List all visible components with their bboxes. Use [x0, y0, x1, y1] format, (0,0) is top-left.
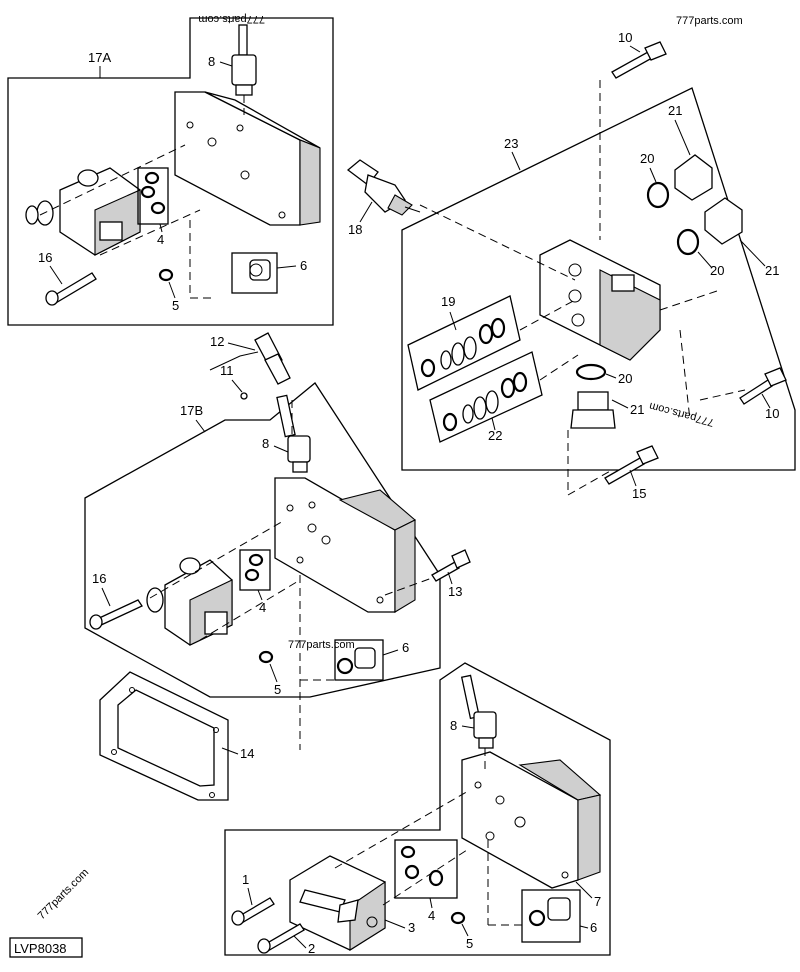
callout-15: 15	[632, 486, 646, 501]
oring-set-4-bottom	[394, 839, 458, 899]
callout-11: 11	[220, 363, 234, 378]
callout-1: 1	[242, 872, 249, 887]
group-bottom: 8 7 3 1 2 4 5	[224, 662, 611, 956]
callout-17b: 17B	[180, 403, 203, 418]
figure-code-box	[9, 937, 83, 958]
plug-6-bottom	[521, 889, 581, 943]
callout-4-17b: 4	[259, 600, 266, 615]
callout-5-17a: 5	[172, 298, 179, 313]
plug-6-17a	[231, 252, 278, 294]
oring-set-4-17b	[239, 549, 271, 591]
callout-8-bottom: 8	[450, 718, 457, 733]
sensor-12-and-11: 12 11	[209, 332, 291, 400]
watermark-center: 777parts.com	[288, 639, 355, 651]
callout-8-17b: 8	[262, 436, 269, 451]
relief-valve-18: 18	[346, 159, 421, 237]
group-23-frame	[401, 87, 796, 471]
sensor-8-17a	[231, 54, 257, 86]
oring-5-17b	[258, 650, 274, 664]
callout-10-top: 10	[618, 30, 632, 45]
callout-5-bottom: 5	[466, 936, 473, 951]
callout-18: 18	[348, 222, 362, 237]
callout-6-bottom: 6	[590, 920, 597, 935]
oring-5-17a	[158, 268, 174, 282]
callout-20c: 20	[618, 371, 632, 386]
plug-21b	[704, 197, 743, 245]
valve-plate-17a	[174, 91, 301, 226]
screw-15	[604, 457, 645, 485]
callout-21a: 21	[668, 103, 682, 118]
clip-11	[240, 392, 248, 400]
callout-8-17a: 8	[208, 54, 215, 69]
callout-21b: 21	[765, 263, 779, 278]
seal-kit-22	[429, 351, 543, 443]
callout-20b: 20	[710, 263, 724, 278]
screw-13	[431, 561, 460, 582]
group-23: 23 21 20 20 21 20 21 1	[401, 80, 796, 496]
callout-16-17a: 16	[38, 250, 52, 265]
plug-6-17b	[334, 639, 384, 681]
callout-4-17a: 4	[157, 232, 164, 247]
oring-set-4-17a	[137, 167, 169, 225]
watermark-top-right: 777parts.com	[676, 15, 743, 27]
plug-21a	[674, 154, 713, 201]
watermark-top: 777parts.com	[198, 13, 265, 25]
group-17b: 17B 8 16 4 5	[84, 382, 471, 750]
group-bottom-frame	[224, 662, 611, 956]
callout-3: 3	[408, 920, 415, 935]
callout-5-17b: 5	[274, 682, 281, 697]
callout-23: 23	[504, 136, 518, 151]
screws-right: 10 10 15	[604, 30, 787, 501]
callout-19: 19	[441, 294, 455, 309]
plug-21c	[570, 409, 616, 429]
oring-20b	[676, 228, 700, 256]
watermark-bottom-left: 777parts.com	[36, 867, 92, 923]
callout-10-right: 10	[765, 406, 779, 421]
sensor-8-17b	[287, 435, 311, 463]
oring-5-bottom	[450, 911, 466, 925]
screw-10-top	[611, 51, 653, 79]
callout-6-17a: 6	[300, 258, 307, 273]
callout-4-bottom: 4	[428, 908, 435, 923]
oring-20c	[575, 363, 607, 381]
callout-7: 7	[594, 894, 601, 909]
callout-12: 12	[210, 334, 224, 349]
callout-21c: 21	[630, 402, 644, 417]
callout-20a: 20	[640, 151, 654, 166]
group-17a: 17A 8 4 5 6	[7, 17, 334, 326]
group-17a-frame	[7, 17, 334, 326]
callout-13: 13	[448, 584, 462, 599]
callout-16-17b: 16	[92, 571, 106, 586]
screw-10-right	[739, 379, 773, 405]
callout-6-17b: 6	[402, 640, 409, 655]
watermark-right: 777parts.com	[648, 400, 715, 429]
callout-2: 2	[308, 941, 315, 956]
callout-22: 22	[488, 428, 502, 443]
oring-20a	[646, 181, 670, 209]
callout-17a: 17A	[88, 50, 111, 65]
group-17b-frame	[84, 382, 441, 698]
gasket-14: 14	[99, 671, 254, 801]
seal-kit-19	[407, 295, 521, 391]
callout-14: 14	[240, 746, 254, 761]
figure-code: LVP8038	[14, 941, 67, 956]
sensor-8-bottom	[473, 711, 497, 739]
